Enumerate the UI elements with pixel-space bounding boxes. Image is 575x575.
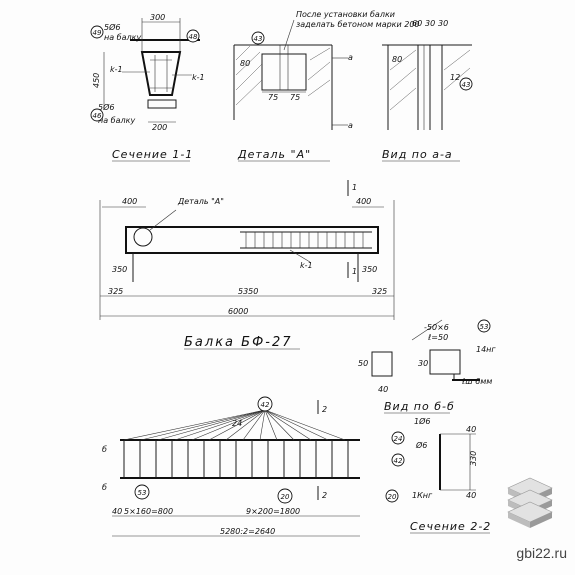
section-2-2: 1Ø6 Ø6 330 1Кнг 40 40 24 42 20 Сечение 2… [385, 416, 491, 534]
s22-1kn: 1Кнг [412, 491, 433, 500]
leader-line [140, 409, 266, 441]
view-dim-12: 12 [450, 73, 460, 82]
kar-dim-40: 40 [112, 507, 122, 516]
dim-325-left: 325 [108, 287, 123, 296]
mark-2-bot: 2 [322, 491, 327, 500]
k1-right: k-1 [192, 73, 205, 82]
detail-a: 75 75 80 43 После установки балки задела… [233, 10, 420, 162]
leader-line [191, 409, 266, 441]
s22-40: 40 [466, 425, 476, 434]
stacked-slabs-icon [507, 477, 553, 528]
callout-detail-a: Деталь "А" [177, 197, 224, 206]
leader-line [123, 409, 266, 441]
section-1-1: 300 450 200 5Ø6 на балку 5Ø6 на балку k-… [90, 13, 205, 162]
mark-24-s22: 24 [394, 435, 403, 443]
mark-53-cage: 53 [138, 489, 147, 497]
cage-frame: 2 2 б б 42 24 53 20 40 5×160=800 9×200=1… [102, 396, 360, 537]
title-detail-a: Деталь "А" [237, 148, 311, 161]
mark-20-cage: 20 [281, 493, 290, 501]
sec-top-bar: 5Ø6 [104, 22, 120, 32]
note-concrete: заделать бетоном марки 200 [296, 20, 420, 29]
dim-5350: 5350 [238, 287, 258, 296]
leader-line [264, 409, 295, 441]
mark-49: 49 [93, 29, 102, 37]
s22-330: 330 [469, 451, 478, 466]
title-view-b-b: Вид по б-б [384, 400, 455, 413]
mark-1-bot: 1 [352, 267, 357, 276]
title-view-a-a: Вид по а-а [382, 148, 453, 161]
leader-line [264, 409, 329, 441]
view-dim-80: 80 [392, 55, 402, 64]
det-dim-75a: 75 [268, 93, 278, 102]
mark-53: 53 [480, 323, 489, 331]
dim-6000: 6000 [228, 307, 248, 316]
vb-50x6: -50×6 [424, 323, 449, 332]
beam-elevation: Деталь "А" k-1 400 400 1 1 350 350 325 5… [99, 180, 395, 350]
det-dim-30a: 30 [425, 19, 435, 28]
title-beam: Балка БФ-27 [184, 335, 293, 350]
mark-42-cage: 42 [261, 401, 270, 409]
dim-sec-height: 450 [92, 73, 101, 88]
mark-42-s22: 42 [394, 457, 403, 465]
vb-dim-30: 30 [418, 359, 428, 368]
vb-50: ℓ=50 [427, 333, 448, 342]
view-b-b: -50×6 ℓ=50 53 14нг ℓш 6мм 50 30 40 Вид п… [358, 319, 496, 414]
kar-dim-total: 5280:2=2640 [220, 527, 275, 536]
watermark[interactable]: gbi22.ru [516, 545, 567, 561]
mark-a-top: а [348, 53, 353, 62]
leader-line [208, 409, 266, 441]
sec-bot-bar: 5Ø6 [98, 102, 114, 112]
title-section-1-1: Сечение 1-1 [112, 148, 193, 161]
s22-d6: Ø6 [415, 440, 427, 450]
leader-line [242, 409, 266, 441]
dim-sec-top: 300 [150, 13, 165, 22]
det-dim-60: 60 [412, 19, 422, 28]
mark-2-top: 2 [322, 405, 327, 414]
mark-46: 46 [93, 112, 102, 120]
vb-dim-50b: 50 [358, 359, 368, 368]
mark-20-s22: 20 [388, 493, 397, 501]
det-dim-75b: 75 [290, 93, 300, 102]
view-a-a: 80 30 30 60 12 43 Вид по а-а [382, 19, 473, 162]
mark-43b: 43 [462, 81, 471, 89]
det-dim-80: 80 [240, 59, 250, 68]
mark-43: 43 [254, 35, 263, 43]
dim-sec-bottom: 200 [152, 123, 167, 132]
k1-beam: k-1 [300, 261, 313, 270]
dim-350-right: 350 [362, 265, 377, 274]
leader-line [157, 409, 266, 441]
sec-na-balku-bot: на балку [98, 116, 135, 125]
s22-1d6: 1Ø6 [414, 416, 430, 426]
vb-weld: ℓш 6мм [461, 377, 492, 386]
k1-left: k-1 [110, 65, 123, 74]
dim-350-left: 350 [112, 265, 127, 274]
leader-line [264, 409, 278, 441]
sec-na-balku-top: на балку [104, 33, 141, 42]
mark-1-top: 1 [352, 183, 357, 192]
mark-b-top: б [102, 445, 107, 454]
kar-dim-9x200: 9×200=1800 [246, 507, 300, 516]
s22-40b: 40 [466, 491, 476, 500]
title-section-2-2: Сечение 2-2 [410, 520, 491, 533]
mark-b-bot: б [102, 483, 107, 492]
dim-400-right: 400 [356, 197, 371, 206]
leader-line [174, 409, 266, 441]
note-after-install: После установки балки [296, 10, 395, 19]
dim-400-left: 400 [122, 197, 137, 206]
kar-dim-5x160: 5×160=800 [124, 507, 173, 516]
leader-line [264, 409, 346, 441]
det-dim-30b: 30 [438, 19, 448, 28]
mark-a-bot: а [348, 121, 353, 130]
leader-line [225, 409, 266, 441]
dim-325-right: 325 [372, 287, 387, 296]
leader-line [259, 409, 266, 441]
vb-14: 14нг [476, 345, 496, 354]
leader-line [264, 409, 312, 441]
vb-dim-40: 40 [378, 385, 388, 394]
mark-24-cage: 24 [232, 419, 242, 428]
mark-48: 48 [189, 33, 198, 41]
